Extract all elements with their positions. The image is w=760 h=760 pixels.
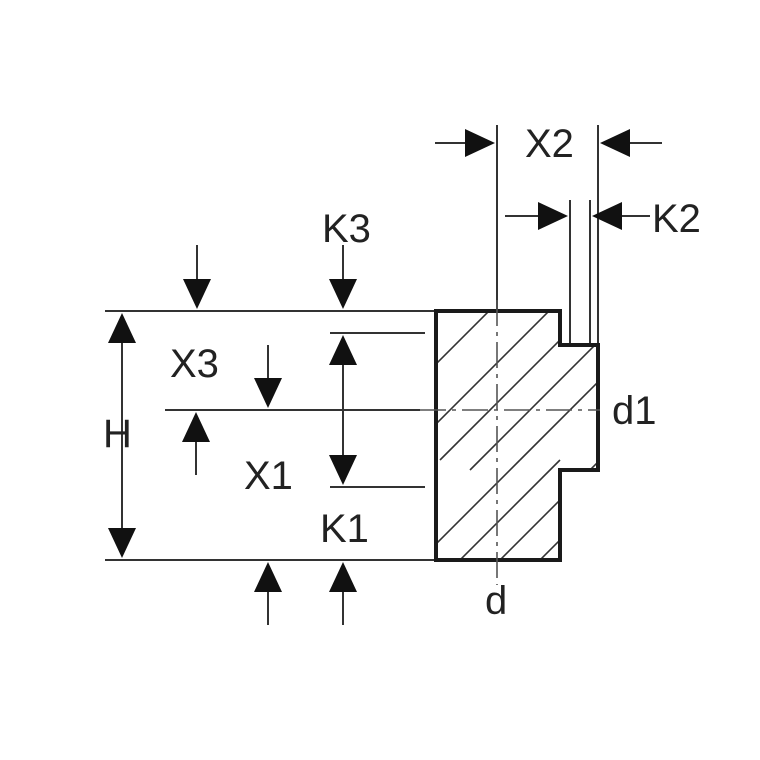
- k2-right-arrow: [592, 202, 622, 230]
- fitting-outline: [434, 309, 600, 562]
- label-x3: X3: [170, 342, 219, 386]
- label-h: H: [103, 412, 132, 456]
- x1-down-arrow: [329, 455, 357, 485]
- label-k2: K2: [652, 197, 701, 241]
- label-d: d: [485, 579, 507, 623]
- k1-up-arrow: [329, 562, 357, 592]
- x2-right-arrow: [600, 129, 630, 157]
- k3-up-arrow: [329, 335, 357, 365]
- k3-down-arrow: [329, 279, 357, 309]
- h-bottom-arrow: [108, 528, 136, 558]
- body-hatching: [436, 311, 598, 560]
- label-d1: d1: [612, 389, 657, 433]
- x3-down-arrow: [254, 378, 282, 408]
- bottom-left-arrow: [254, 562, 282, 592]
- top-left-arrow: [183, 279, 211, 309]
- x2-left-arrow: [465, 129, 495, 157]
- label-k3: K3: [322, 207, 371, 251]
- h-top-arrow: [108, 313, 136, 343]
- label-k1: K1: [320, 507, 369, 551]
- k2-left-arrow: [538, 202, 568, 230]
- label-x1: X1: [244, 454, 293, 498]
- x3-up-arrow: [182, 412, 210, 442]
- label-x2: X2: [525, 122, 574, 166]
